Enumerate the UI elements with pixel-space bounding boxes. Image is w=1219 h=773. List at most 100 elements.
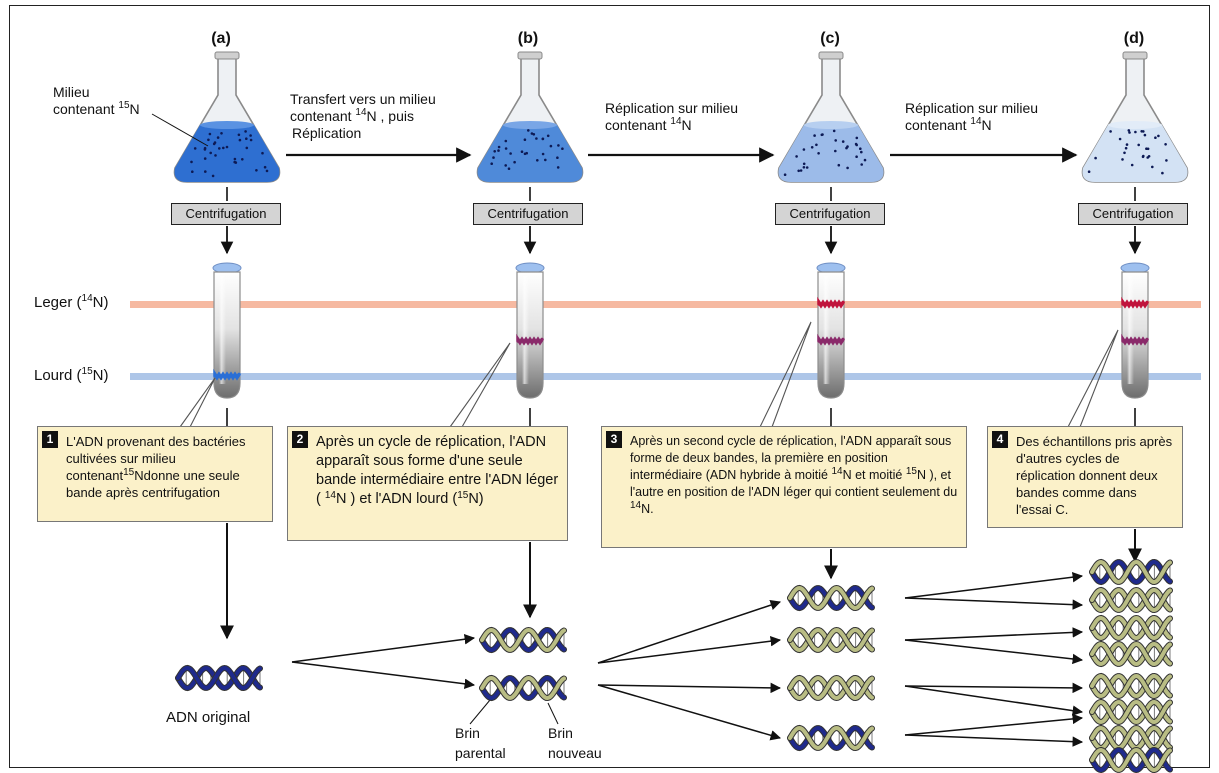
flask-liquid-surface: [1108, 121, 1162, 129]
bacteria-dot: [1121, 158, 1124, 161]
bacteria-dot: [1157, 134, 1160, 138]
bacteria-dot: [834, 149, 837, 153]
flask-rim: [818, 51, 844, 60]
callout-pointer-2: [449, 342, 511, 428]
bacteria-dot: [249, 134, 252, 137]
medium-15n-label: Milieu contenant 15N: [53, 84, 140, 118]
strand-a: [788, 675, 874, 701]
bacteria-dot: [493, 150, 497, 153]
dna-gen3-helix-1: [1089, 558, 1173, 586]
strand-a: [788, 627, 874, 653]
strand-a: [1090, 559, 1172, 585]
transfer-1-line3: Réplication: [292, 125, 362, 141]
bacteria-dot: [1137, 143, 1140, 147]
strand-b: [788, 675, 874, 701]
bacteria-dot: [541, 152, 545, 156]
note-3-text-b: N et moitié: [842, 468, 906, 482]
bacteria-dot: [859, 147, 862, 150]
flask-liquid: [1082, 125, 1188, 182]
dna-gen3-helix-7: [1089, 724, 1173, 752]
bacteria-dot: [841, 140, 845, 143]
bacteria-dot: [536, 159, 539, 162]
flask-rim: [517, 51, 543, 60]
note-4-text: Des échantillons pris après d'autres cyc…: [1016, 434, 1173, 517]
bacteria-dot: [799, 169, 803, 172]
note-box-1: 1 L'ADN provenant des bactéries cultivée…: [37, 426, 273, 522]
tube-highlight: [522, 276, 529, 384]
replication-branch-arrow: [597, 635, 782, 664]
transfer-label-2: Réplication sur milieu contenant 14N: [605, 100, 738, 134]
bacteria-dot: [802, 166, 806, 169]
tube-highlight: [1127, 276, 1134, 384]
bacteria-dot: [1140, 130, 1143, 133]
light-band-label: Leger (14N): [34, 294, 108, 312]
transfer-3-isotope: 14: [970, 116, 982, 127]
bacteria-dot: [797, 169, 800, 173]
transfer-2-element: N: [681, 117, 692, 133]
note-1-text-b: Ndonne une seule bande après centrifugat…: [66, 468, 240, 500]
bacteria-dot: [557, 144, 560, 147]
replication-branch-arrow: [597, 600, 781, 664]
bacteria-dot: [541, 137, 545, 141]
bacteria-dot: [244, 130, 247, 133]
bacteria-dot: [1134, 130, 1137, 134]
bacteria-dot: [1094, 156, 1097, 160]
transfer-1-element: N: [366, 108, 377, 124]
transfer-label-3: Réplication sur milieu contenant 14N: [905, 100, 1038, 134]
bacteria-dot: [1142, 154, 1145, 158]
strand-b: [788, 725, 874, 751]
bacteria-dot: [1143, 133, 1147, 137]
bacteria-dot: [233, 157, 237, 161]
bacteria-dot: [817, 152, 820, 155]
bacteria-dot: [203, 157, 207, 160]
strand-b: [480, 627, 566, 653]
replication-branch-arrow: [597, 682, 782, 694]
note-2-text-a: Après un cycle de réplication, l'ADN app…: [316, 434, 559, 507]
replication-branch-arrow: [597, 684, 782, 741]
light-band-tube-d: [1121, 296, 1149, 309]
bacteria-dot: [1130, 163, 1134, 167]
bacteria-dot: [241, 158, 244, 161]
dna-gen2-helix-1: [787, 584, 875, 612]
centrifuge-tube-b: [515, 262, 545, 399]
dna-gen3-helix-4: [1089, 640, 1173, 668]
medium-15n-line2: contenant: [53, 101, 119, 117]
flask-rim: [214, 51, 240, 60]
bacteria-dot: [1161, 171, 1164, 175]
bacteria-dot: [1087, 170, 1091, 173]
replication-branch-arrow: [291, 634, 476, 663]
flask-c: [777, 51, 885, 183]
bacteria-dot: [263, 165, 267, 169]
bacteria-dot: [820, 133, 824, 137]
bacteria-dot: [222, 146, 225, 150]
note-3-text-a: Après un second cycle de réplication, l'…: [630, 434, 952, 482]
strand-b: [788, 585, 874, 611]
medium-label-pointer: [151, 113, 209, 147]
heavy-band-isotope: 15: [81, 366, 93, 377]
replication-branch-arrow: [904, 627, 1084, 641]
column-letter-c: (c): [820, 30, 840, 47]
bacteria-dot: [203, 148, 207, 151]
note-number-2: 2: [292, 431, 308, 448]
bacteria-dot: [211, 174, 215, 178]
tube-highlight: [219, 276, 226, 384]
transfer-2-line2: contenant: [605, 117, 671, 133]
callout-pointer-3: [759, 321, 812, 428]
dna-gen2-helix-4: [787, 724, 875, 752]
strand-b: [1090, 699, 1172, 725]
note-3-text-c: N ), et l'autre en position de l'ADN lég…: [630, 468, 958, 499]
note-number-3: 3: [606, 431, 622, 448]
strand-a: [480, 627, 566, 653]
replication-branch-arrow: [904, 685, 1084, 716]
bacteria-dot: [193, 147, 197, 150]
intermediate-band-tube-c: [817, 333, 845, 346]
dna-gen1-helix-2: [479, 674, 567, 702]
bacteria-dot: [497, 149, 500, 152]
callout-pointer-4: [1067, 329, 1119, 428]
bacteria-dot: [783, 173, 787, 176]
bacteria-dot: [802, 148, 806, 151]
transfer-2-line1: Réplication sur milieu: [605, 100, 739, 116]
bacteria-dot: [1127, 129, 1131, 132]
strand-a: [788, 585, 874, 611]
strand-b: [1090, 559, 1172, 585]
